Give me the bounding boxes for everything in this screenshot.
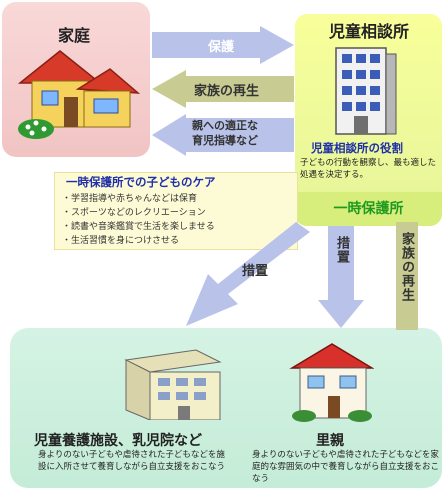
reunite-arrow-top <box>152 70 294 108</box>
protect-label: 保護 <box>208 40 235 55</box>
facility-desc: 身よりのない子どもや虐待された子どもなどを施設に入所させて養育しながら自立支援を… <box>38 450 226 472</box>
guidance-label: 親への適正な 育児指導など <box>192 118 258 148</box>
care-item: ・スポーツなどのレクリエーション <box>62 208 206 218</box>
center-role-title: 児童相談所の役割 <box>311 141 403 155</box>
facility-title: 児童養護施設、乳児院など <box>34 433 202 449</box>
reunite-arrow-right <box>396 222 418 330</box>
measure-label-center: 措置 <box>334 236 349 264</box>
guidance-arrow <box>152 114 294 156</box>
facility-building-icon <box>124 349 222 420</box>
measure-arrow-center <box>318 226 364 328</box>
placement-panel <box>10 328 442 488</box>
temporary-protection-title: 一時保護所 <box>333 201 404 217</box>
office-building-icon <box>335 47 397 135</box>
temporary-protection-panel <box>295 192 442 226</box>
home-title: 家庭 <box>58 26 91 45</box>
foster-house-icon <box>289 343 374 422</box>
house-illustration <box>17 50 140 139</box>
guidance-label-line1: 親への適正な <box>192 119 258 132</box>
care-callout <box>54 172 298 250</box>
care-item: ・生活習慣を身につけさせる <box>62 236 180 246</box>
care-item: ・学習指導や赤ちゃんなどは保育 <box>62 194 198 204</box>
care-item: ・読書や音楽鑑賞で生活を楽しませる <box>62 222 215 232</box>
center-title: 児童相談所 <box>328 22 409 41</box>
measure-label-left: 措置 <box>242 264 269 279</box>
reunite-label-right: 家族の再生 <box>399 232 414 302</box>
measure-arrow-left <box>186 222 310 326</box>
care-title: 一時保護所での子どものケア <box>66 175 216 189</box>
guidance-label-line2: 育児指導など <box>192 134 258 147</box>
center-role-desc: 子どもの行動を観察し、最も適した処遇を決定する。 <box>300 158 437 180</box>
foster-title: 里親 <box>316 433 344 449</box>
protect-arrow <box>152 26 294 64</box>
foster-desc: 身よりのない子どもや虐待された子どもなどを家庭的な雰囲気の中で養育しながら自立支… <box>252 450 440 484</box>
reunite-label-top: 家族の再生 <box>194 84 260 99</box>
